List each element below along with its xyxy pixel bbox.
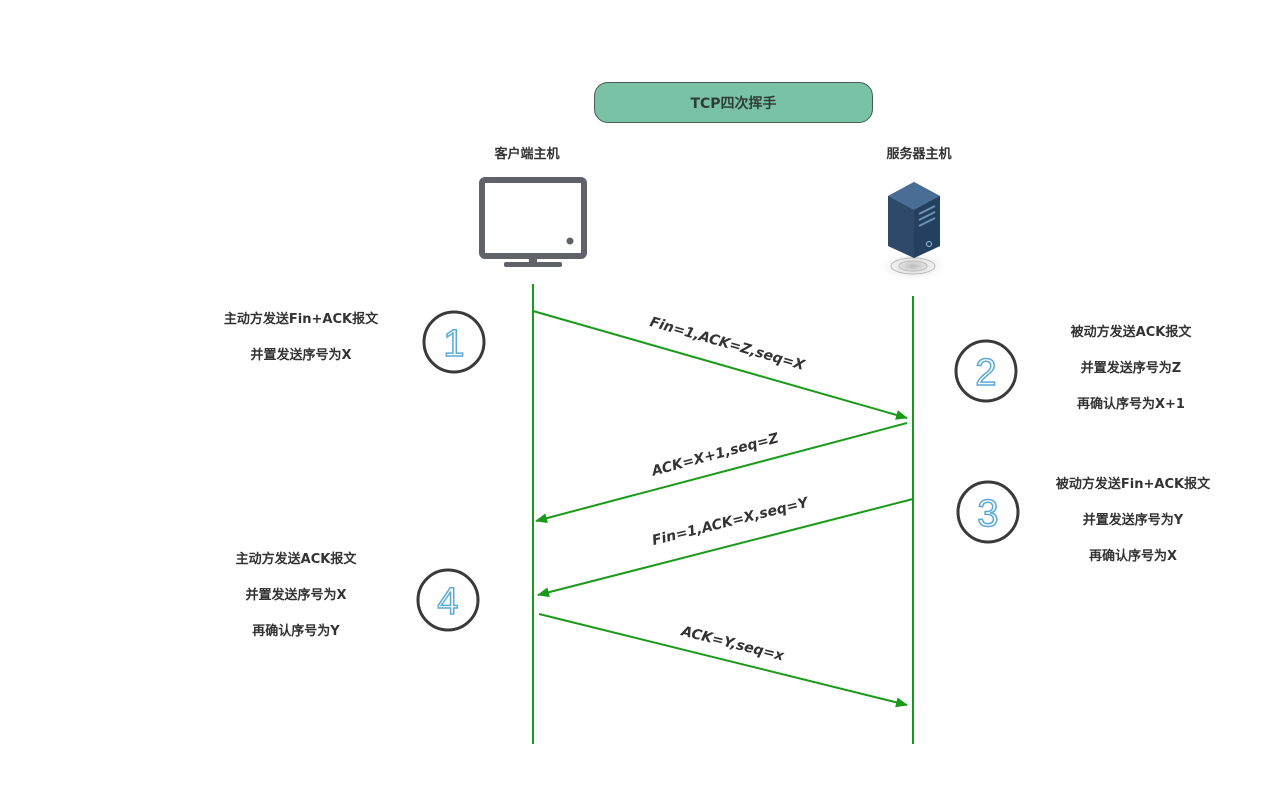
step-note-3: 被动方发送Fin+ACK报文 并置发送序号为Y 再确认序号为X: [1023, 475, 1243, 583]
step-note-2-line-2: 并置发送序号为Z: [1080, 361, 1182, 376]
client-host-label: 客户端主机: [494, 147, 560, 162]
diagram-title: TCP四次挥手: [594, 82, 873, 123]
step-number-3: 3: [977, 493, 998, 535]
server-host-label: 服务器主机: [886, 147, 952, 162]
monitor-icon: [479, 177, 587, 267]
server-icon: [877, 182, 949, 282]
step-note-2-line-1: 被动方发送ACK报文: [1070, 325, 1192, 340]
step-note-4-line-1: 主动方发送ACK报文: [235, 552, 357, 567]
step-note-4-line-2: 并置发送序号为X: [245, 588, 347, 603]
step-note-1-line-1: 主动方发送Fin+ACK报文: [223, 312, 379, 327]
step-note-4: 主动方发送ACK报文 并置发送序号为X 再确认序号为Y: [186, 550, 406, 658]
arrow-fin-1: [532, 310, 908, 420]
step-note-1-line-2: 并置发送序号为X: [250, 348, 352, 363]
step-number-2: 2: [975, 352, 996, 394]
step-circle-2: 2: [954, 339, 1018, 403]
step-note-3-line-2: 并置发送序号为Y: [1082, 513, 1184, 528]
arrow-ack-2: [535, 422, 908, 524]
step-note-1: 主动方发送Fin+ACK报文 并置发送序号为X: [191, 310, 411, 382]
step-note-3-line-3: 再确认序号为X: [1088, 549, 1178, 564]
step-number-1: 1: [443, 323, 464, 365]
step-note-2-line-3: 再确认序号为X+1: [1077, 397, 1185, 412]
step-circle-4: 4: [416, 568, 480, 632]
step-number-4: 4: [437, 581, 458, 623]
arrow-ack-4: [538, 613, 908, 708]
step-circle-1: 1: [422, 310, 486, 374]
arrow-fin-3: [537, 498, 914, 598]
step-note-3-line-1: 被动方发送Fin+ACK报文: [1055, 477, 1211, 492]
step-note-4-line-3: 再确认序号为Y: [252, 624, 340, 639]
step-note-2: 被动方发送ACK报文 并置发送序号为Z 再确认序号为X+1: [1021, 323, 1241, 431]
step-circle-3: 3: [956, 480, 1020, 544]
